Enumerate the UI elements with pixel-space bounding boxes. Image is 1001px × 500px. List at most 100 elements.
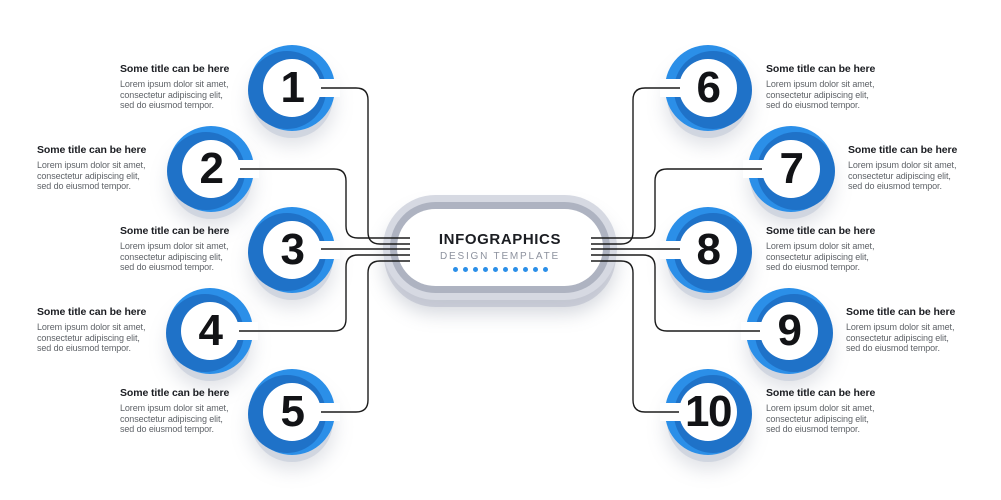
step-title: Some title can be here: [37, 144, 147, 156]
step-circle-face: [263, 59, 321, 117]
step-body-line: Lorem ipsum dolor sit amet,: [37, 322, 146, 332]
center-panel: INFOGRAPHICS DESIGN TEMPLATE: [383, 195, 617, 300]
step-circle-face: [182, 140, 240, 198]
step-number: 9: [777, 306, 802, 355]
step-body-line: Lorem ipsum dolor sit amet,: [120, 241, 229, 251]
step-body: Lorem ipsum dolor sit amet,consectetur a…: [846, 322, 974, 354]
step-body-line: consectetur adipiscing elit,: [766, 413, 869, 424]
dot-icon: [482, 266, 488, 272]
step-body-line: sed do eiusmod tempor.: [120, 262, 214, 272]
step-body-line: Lorem ipsum dolor sit amet,: [766, 403, 875, 413]
step-body-line: sed do eiusmod tempor.: [37, 181, 131, 191]
step-number: 1: [280, 63, 305, 112]
step-body: Lorem ipsum dolor sit amet,consectetur a…: [120, 241, 248, 273]
step-number: 10: [685, 387, 732, 436]
step-body-line: consectetur adipiscing elit,: [120, 413, 223, 424]
step-body: Lorem ipsum dolor sit amet,consectetur a…: [120, 403, 248, 435]
step-body-line: sed do eiusmod tempor.: [37, 343, 131, 353]
step-title: Some title can be here: [120, 225, 230, 237]
step-body-line: sed do eiusmod tempor.: [120, 100, 214, 110]
step-body-line: Lorem ipsum dolor sit amet,: [120, 79, 229, 89]
step-body-line: consectetur adipiscing elit,: [37, 332, 140, 343]
step-body-line: Lorem ipsum dolor sit amet,: [846, 322, 955, 332]
step-circle: 9: [741, 288, 833, 374]
step-circle-face: [679, 383, 737, 441]
step-circle: 7: [743, 126, 835, 212]
step-number: 4: [198, 306, 223, 355]
step-circle-face: [181, 302, 239, 360]
step-title: Some title can be here: [120, 387, 230, 399]
dot-icon: [512, 266, 518, 272]
step-body-line: consectetur adipiscing elit,: [766, 89, 869, 100]
dot-icon: [522, 266, 528, 272]
step-body-line: sed do eiusmod tempor.: [120, 424, 214, 434]
dot-icon: [472, 266, 478, 272]
step-text-block: Some title can be here Lorem ipsum dolor…: [766, 225, 894, 273]
step-title: Some title can be here: [848, 144, 958, 156]
step-body-line: sed do eiusmod tempor.: [848, 181, 942, 191]
step-body: Lorem ipsum dolor sit amet,consectetur a…: [766, 403, 894, 435]
step-body: Lorem ipsum dolor sit amet,consectetur a…: [120, 79, 248, 111]
step-text-block: Some title can be here Lorem ipsum dolor…: [846, 306, 974, 354]
step-circle: 6: [660, 45, 752, 131]
center-panel-content: INFOGRAPHICS DESIGN TEMPLATE: [383, 195, 617, 300]
center-subtitle: DESIGN TEMPLATE: [440, 250, 560, 262]
step-circle-face: [263, 383, 321, 441]
step-body: Lorem ipsum dolor sit amet,consectetur a…: [848, 160, 976, 192]
dot-icon: [502, 266, 508, 272]
step-text-block: Some title can be here Lorem ipsum dolor…: [766, 387, 894, 435]
step-number: 6: [696, 63, 721, 112]
step-title: Some title can be here: [37, 306, 147, 318]
step-body-line: Lorem ipsum dolor sit amet,: [766, 79, 875, 89]
step-circle: 5: [248, 369, 340, 455]
step-body-line: Lorem ipsum dolor sit amet,: [766, 241, 875, 251]
step-body: Lorem ipsum dolor sit amet,consectetur a…: [766, 79, 894, 111]
step-text-block: Some title can be here Lorem ipsum dolor…: [37, 306, 165, 354]
step-circle-face: [760, 302, 818, 360]
step-circle: 1: [248, 45, 340, 131]
step-text-block: Some title can be here Lorem ipsum dolor…: [766, 63, 894, 111]
step-body-line: Lorem ipsum dolor sit amet,: [37, 160, 146, 170]
step-circle-face: [679, 59, 737, 117]
step-title: Some title can be here: [120, 63, 230, 75]
step-number: 7: [779, 144, 804, 193]
dots-row: [452, 266, 548, 272]
step-circle: 3: [248, 207, 340, 293]
step-circle: 4: [166, 288, 258, 374]
step-body-line: Lorem ipsum dolor sit amet,: [848, 160, 957, 170]
step-body-line: consectetur adipiscing elit,: [846, 332, 949, 343]
step-title: Some title can be here: [846, 306, 956, 318]
center-title: INFOGRAPHICS: [438, 230, 562, 248]
step-text-block: Some title can be here Lorem ipsum dolor…: [120, 387, 248, 435]
step-number: 3: [280, 225, 305, 274]
step-body-line: sed do eiusmod tempor.: [766, 424, 860, 434]
step-body-line: sed do eiusmod tempor.: [846, 343, 940, 353]
dot-icon: [452, 266, 458, 272]
center-panel-face: [397, 209, 603, 286]
step-circle: 10: [660, 369, 752, 455]
step-body-line: Lorem ipsum dolor sit amet,: [120, 403, 229, 413]
step-body-line: consectetur adipiscing elit,: [120, 251, 223, 262]
step-circle: 2: [167, 126, 259, 212]
step-number: 8: [696, 225, 721, 274]
step-body: Lorem ipsum dolor sit amet,consectetur a…: [37, 322, 165, 354]
step-title: Some title can be here: [766, 225, 876, 237]
step-text-block: Some title can be here Lorem ipsum dolor…: [37, 144, 165, 192]
dot-icon: [462, 266, 468, 272]
step-circle: 8: [660, 207, 752, 293]
step-title: Some title can be here: [766, 63, 876, 75]
step-circle-face: [762, 140, 820, 198]
step-number: 2: [199, 144, 224, 193]
step-body: Lorem ipsum dolor sit amet,consectetur a…: [766, 241, 894, 273]
step-text-block: Some title can be here Lorem ipsum dolor…: [120, 225, 248, 273]
step-title: Some title can be here: [766, 387, 876, 399]
dot-icon: [532, 266, 538, 272]
step-number: 5: [280, 387, 305, 436]
dot-icon: [492, 266, 498, 272]
step-text-block: Some title can be here Lorem ipsum dolor…: [120, 63, 248, 111]
step-text-block: Some title can be here Lorem ipsum dolor…: [848, 144, 976, 192]
step-body-line: sed do eiusmod tempor.: [766, 100, 860, 110]
dot-icon: [542, 266, 548, 272]
step-body-line: consectetur adipiscing elit,: [848, 170, 951, 181]
